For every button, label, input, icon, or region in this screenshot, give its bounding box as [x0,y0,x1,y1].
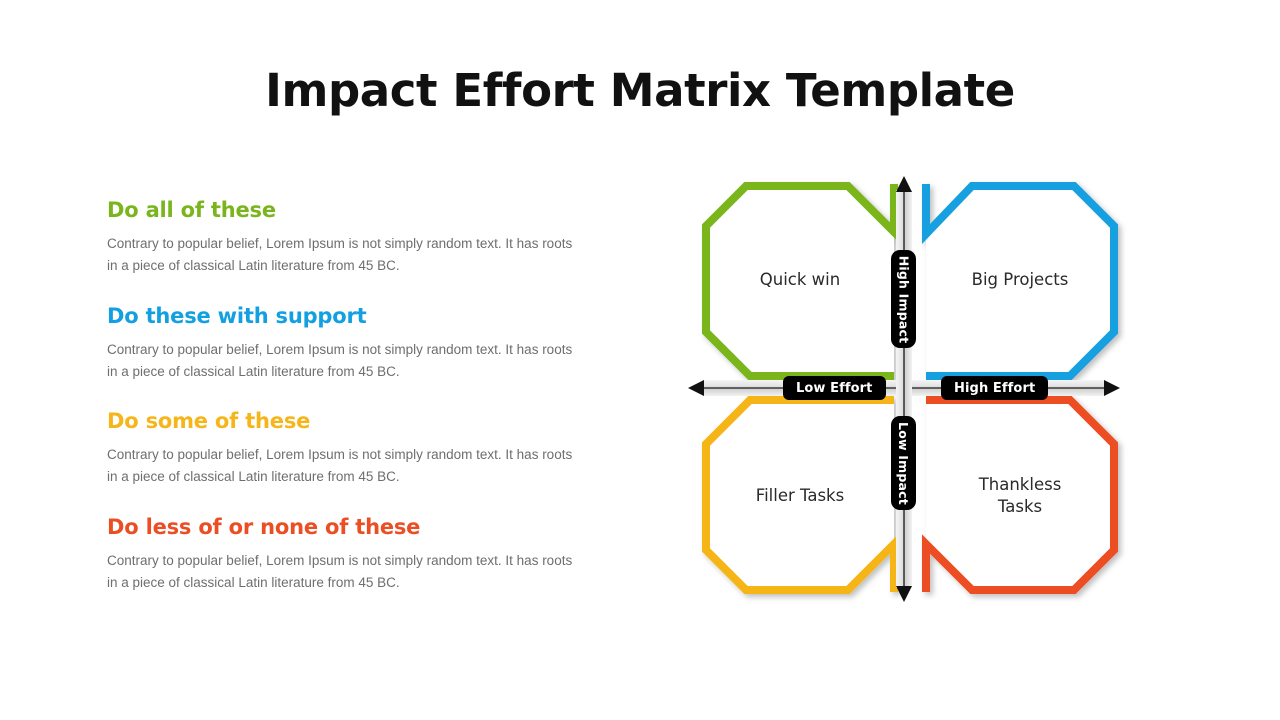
quadrant-outline-path [922,182,1118,380]
axis-label-high-effort: High Effort [941,376,1049,400]
quadrant-thankless-tasks[interactable]: Thankless Tasks [922,396,1118,594]
description-body: Contrary to popular belief, Lorem Ipsum … [107,236,573,273]
description-body: Contrary to popular belief, Lorem Ipsum … [107,553,573,591]
description-block-do-less: Do less of or none of these Contrary to … [107,515,587,594]
quadrant-big-projects[interactable]: Big Projects [922,182,1118,380]
description-block-do-some: Do some of these Contrary to popular bel… [107,409,587,488]
description-body: Contrary to popular belief, Lorem Ipsum … [107,447,573,485]
description-heading: Do all of these [107,198,276,222]
arrow-up-icon [896,176,912,192]
quadrant-quick-win[interactable]: Quick win [702,182,898,380]
quadrant-outline-path [922,396,1118,594]
axis-label-high-impact: High Impact [891,250,916,348]
arrow-down-icon [896,586,912,602]
axis-label-low-impact-text: Low Impact [896,421,911,505]
description-block-with-support: Do these with support Contrary to popula… [107,304,587,383]
description-body: Contrary to popular belief, Lorem Ipsum … [107,341,573,379]
impact-effort-matrix: Quick win Big Projects Filler Tasks [688,176,1120,602]
impact-axis [891,176,917,602]
axis-label-high-impact-text: High Impact [896,255,911,343]
quadrant-outline-path [702,182,898,380]
axis-label-low-effort: Low Effort [783,376,886,400]
quadrant-outline-path [702,396,898,594]
description-heading: Do some of these [107,409,311,434]
axis-label-low-impact: Low Impact [891,416,916,510]
quadrant-filler-tasks[interactable]: Filler Tasks [702,396,898,594]
description-heading: Do these with support [107,303,367,328]
page-title: Impact Effort Matrix Template [265,64,1015,117]
arrow-left-icon [688,380,704,396]
description-column: Do all of these Contrary to popular beli… [107,198,587,594]
description-heading: Do less of or none of these [107,515,421,540]
description-block-do-all: Do all of these Contrary to popular beli… [107,198,587,277]
arrow-right-icon [1104,380,1120,396]
